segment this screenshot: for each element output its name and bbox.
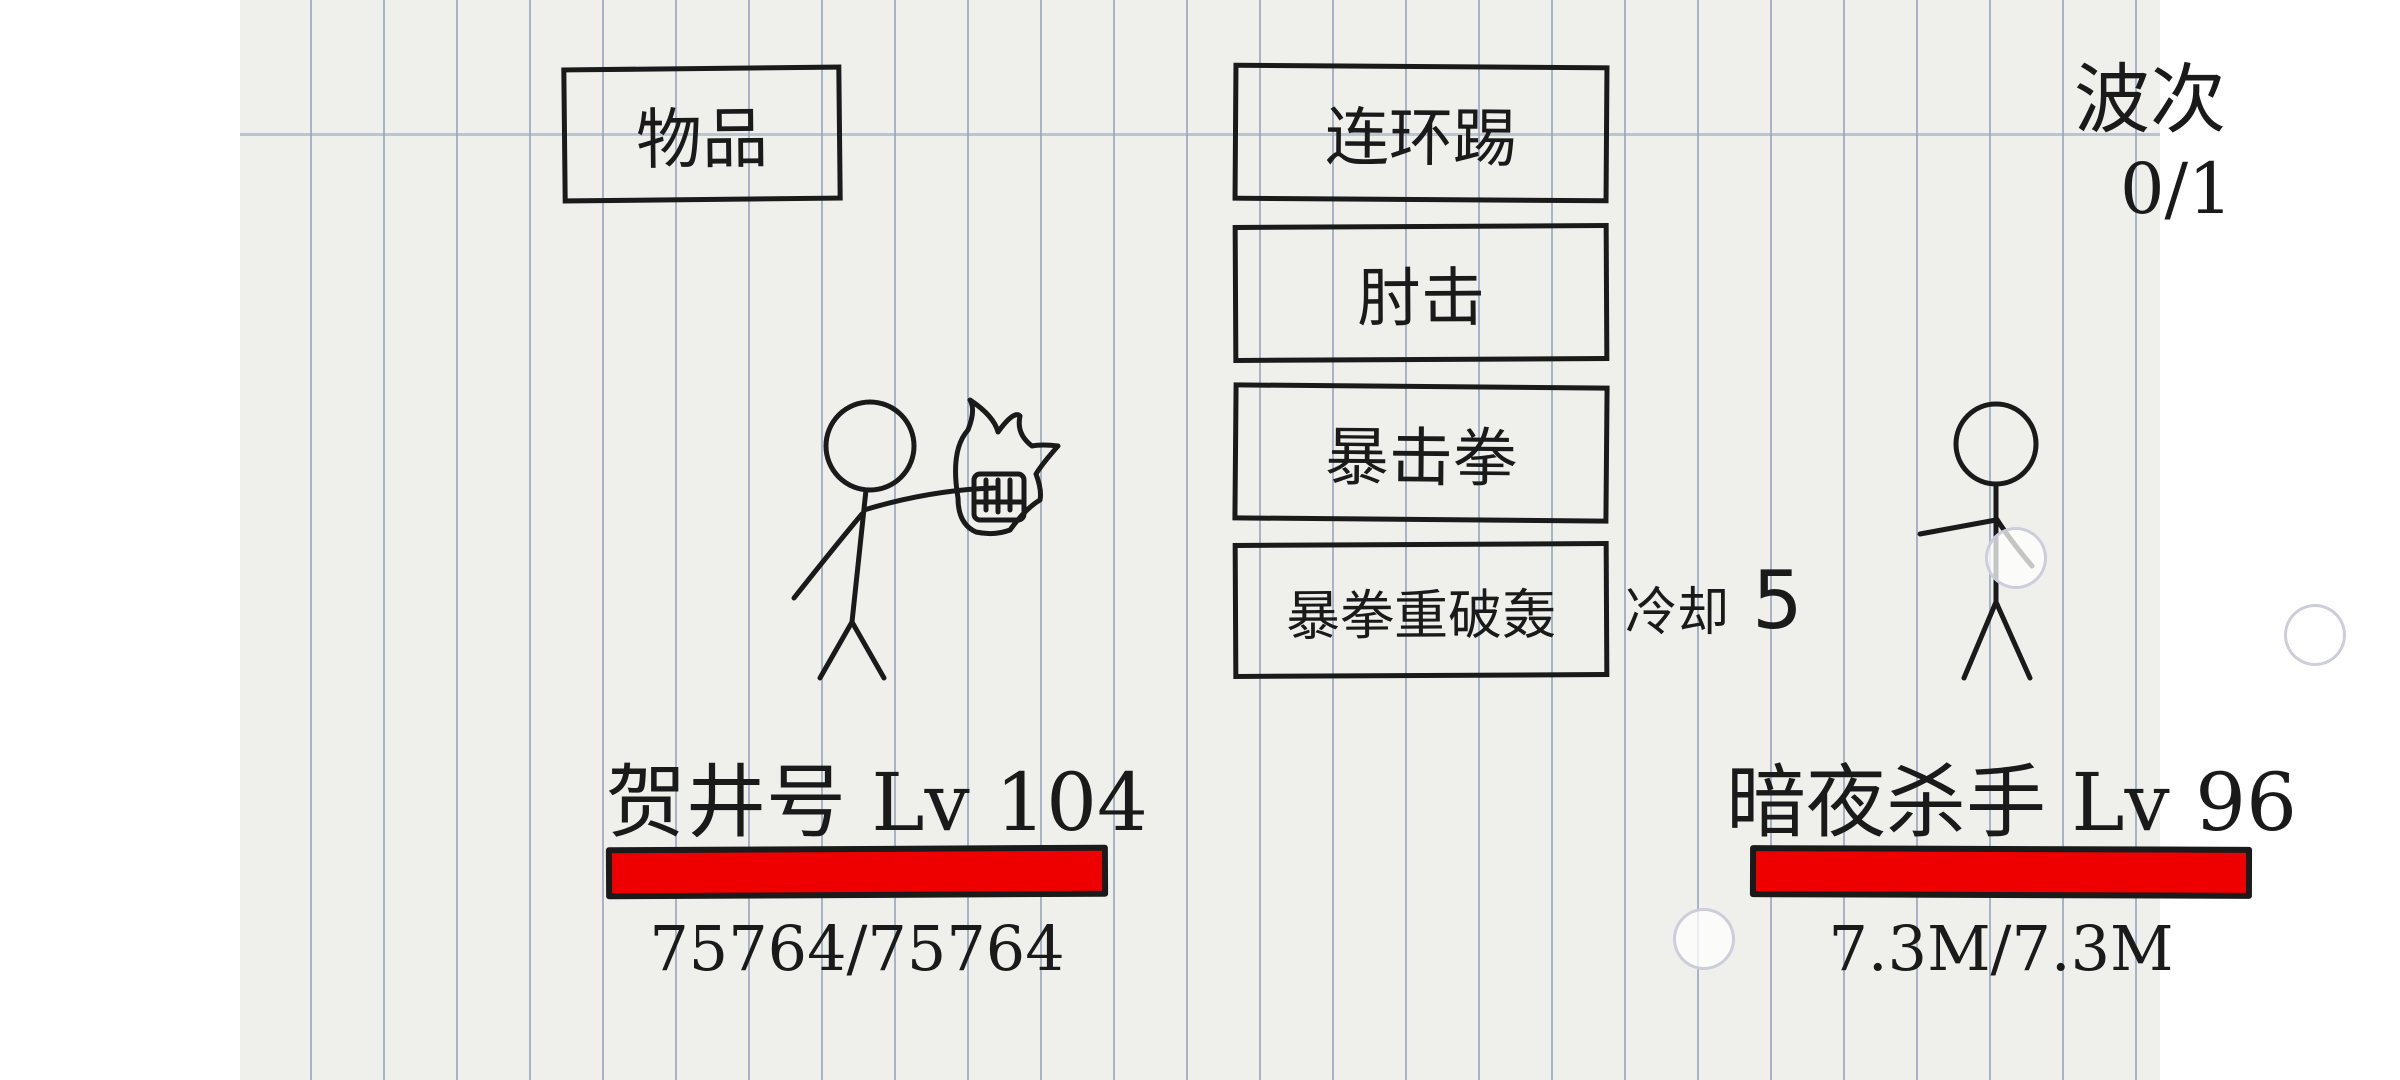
cooldown-value: 5 — [1752, 554, 1803, 647]
battle-screen: 物品 连环踢 肘击 暴击拳 暴拳重破轰 冷却 5 波次 0/1 贺井号 Lv 1… — [240, 0, 2346, 1080]
enemy-hp-text: 7.3M/7.3M — [1828, 912, 2174, 985]
enemy-hp-bar — [1749, 845, 2253, 899]
skill-button-2[interactable]: 肘击 — [1232, 223, 1610, 363]
skill-button-1[interactable]: 连环踢 — [1232, 62, 1610, 204]
skill-button-4[interactable]: 暴拳重破轰 — [1232, 541, 1610, 679]
touch-indicator — [1985, 527, 2047, 589]
skill-button-3[interactable]: 暴击拳 — [1232, 382, 1610, 524]
player-hp-bar — [605, 844, 1109, 900]
skill-label: 肘击 — [1356, 261, 1486, 337]
touch-indicator — [2284, 604, 2346, 666]
player-name-level: 贺井号 Lv 104 — [606, 756, 1148, 849]
player-stick-figure — [791, 397, 1061, 681]
wave-label: 波次 — [2074, 55, 2226, 144]
enemy-name-level: 暗夜杀手 Lv 96 — [1726, 756, 2297, 849]
enemy-hp-fill — [1755, 851, 2247, 893]
cooldown-label: 冷却 — [1625, 583, 1730, 643]
player-hp-fill — [611, 850, 1103, 894]
skill-label: 连环踢 — [1324, 101, 1518, 177]
skill-label: 暴拳重破轰 — [1285, 582, 1557, 648]
touch-indicator — [1673, 908, 1735, 970]
wave-counter: 0/1 — [2120, 148, 2233, 230]
skill-label: 暴击拳 — [1324, 421, 1518, 497]
items-button-label: 物品 — [635, 100, 769, 179]
items-button[interactable]: 物品 — [561, 64, 843, 204]
player-hp-text: 75764/75764 — [649, 912, 1065, 985]
